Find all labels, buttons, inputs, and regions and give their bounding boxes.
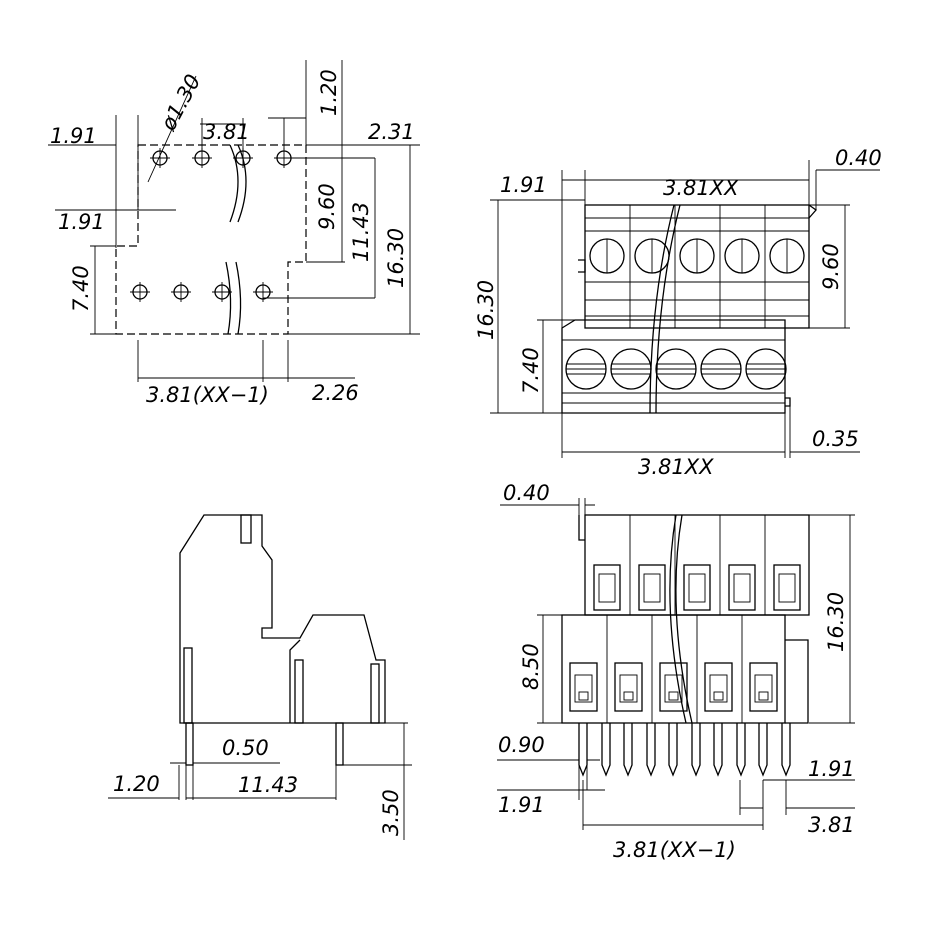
top-pitch-label: 3.81 <box>203 120 250 144</box>
front-screw-upper-2 <box>634 238 670 274</box>
pcb-hole-top-3 <box>233 148 253 168</box>
pcb-hole-top-2 <box>192 148 212 168</box>
rear-window-upper-4 <box>728 564 756 611</box>
rear-window-lower-2 <box>614 662 643 712</box>
rear-window-upper-3 <box>683 564 711 611</box>
front-screw-lower-4 <box>700 348 742 390</box>
rear-0-90-label: 0.90 <box>498 733 545 757</box>
front-screw-lower-3 <box>655 348 697 390</box>
side-11-43-label: 11.43 <box>238 773 298 797</box>
offset-1-20-label: 1.20 <box>317 69 341 116</box>
side-3-50-label: 3.50 <box>379 789 403 836</box>
front-screw-upper-3 <box>679 238 715 274</box>
rear-view: 0.40 16.30 8.50 0.90 1.91 1.91 3.81 3.81… <box>497 481 855 862</box>
pcb-hole-top-1 <box>150 148 170 168</box>
front-screw-lower-1 <box>565 348 607 390</box>
left-1-91-top-label: 1.91 <box>50 124 97 148</box>
front-height-7-40-label: 7.40 <box>519 347 543 394</box>
rear-pitch-total-label: 3.81(XX−1) <box>613 838 736 862</box>
front-view: 1.91 3.81XX 0.40 16.30 9.60 7.40 3.81XX … <box>474 146 882 479</box>
rear-height-8-50-label: 8.50 <box>519 643 543 690</box>
front-height-9-60-label: 9.60 <box>819 243 843 290</box>
front-width-bottom-label: 3.81XX <box>638 455 714 479</box>
height-7-40-label: 7.40 <box>69 265 93 312</box>
height-11-43-label: 11.43 <box>349 202 373 262</box>
rear-0-40-label: 0.40 <box>503 481 550 505</box>
height-9-60-label: 9.60 <box>315 183 339 230</box>
rear-pins <box>578 723 791 777</box>
side-view: 0.50 1.20 11.43 3.50 <box>108 514 412 840</box>
rear-height-16-30-label: 16.30 <box>824 592 848 652</box>
pcb-hole-bottom-1 <box>130 282 150 302</box>
pcb-hole-bottom-2 <box>171 282 191 302</box>
front-height-16-30-label: 16.30 <box>474 280 498 340</box>
rear-window-lower-4 <box>704 662 733 712</box>
front-screw-lower-5 <box>745 348 787 390</box>
rear-window-lower-5 <box>749 662 778 712</box>
pitch-total-label: 3.81(XX−1) <box>146 383 269 407</box>
rear-window-upper-2 <box>638 564 666 611</box>
height-16-30-label: 16.30 <box>384 228 408 288</box>
rear-window-lower-1 <box>569 662 598 712</box>
front-1-91-label: 1.91 <box>500 173 547 197</box>
rear-window-lower-3 <box>659 662 688 712</box>
front-0-40-label: 0.40 <box>835 146 882 170</box>
rear-3-81-label: 3.81 <box>808 813 855 837</box>
rear-window-upper-5 <box>773 564 801 611</box>
hole-diameter-label: ø1.30 <box>156 70 206 135</box>
side-1-20-label: 1.20 <box>113 772 160 796</box>
rear-1-91-left-label: 1.91 <box>498 793 545 817</box>
side-0-50-label: 0.50 <box>222 736 269 760</box>
front-width-top-label: 3.81XX <box>663 176 739 200</box>
offset-2-31-label: 2.31 <box>368 120 415 144</box>
front-screw-upper-1 <box>589 238 625 274</box>
pcb-hole-bottom-4 <box>253 282 273 302</box>
top-view: ø1.30 3.81 1.20 2.31 1.91 1.91 9.60 11.4… <box>48 60 420 407</box>
left-1-91-mid-label: 1.91 <box>58 210 105 234</box>
rear-1-91-right-label: 1.91 <box>808 757 855 781</box>
front-screw-upper-4 <box>724 238 760 274</box>
front-screw-upper-5 <box>769 238 805 274</box>
pcb-hole-bottom-3 <box>212 282 232 302</box>
offset-2-26-label: 2.26 <box>312 381 359 405</box>
front-screw-lower-2 <box>610 348 652 390</box>
rear-window-upper-1 <box>593 564 621 611</box>
front-0-35-label: 0.35 <box>812 427 859 451</box>
